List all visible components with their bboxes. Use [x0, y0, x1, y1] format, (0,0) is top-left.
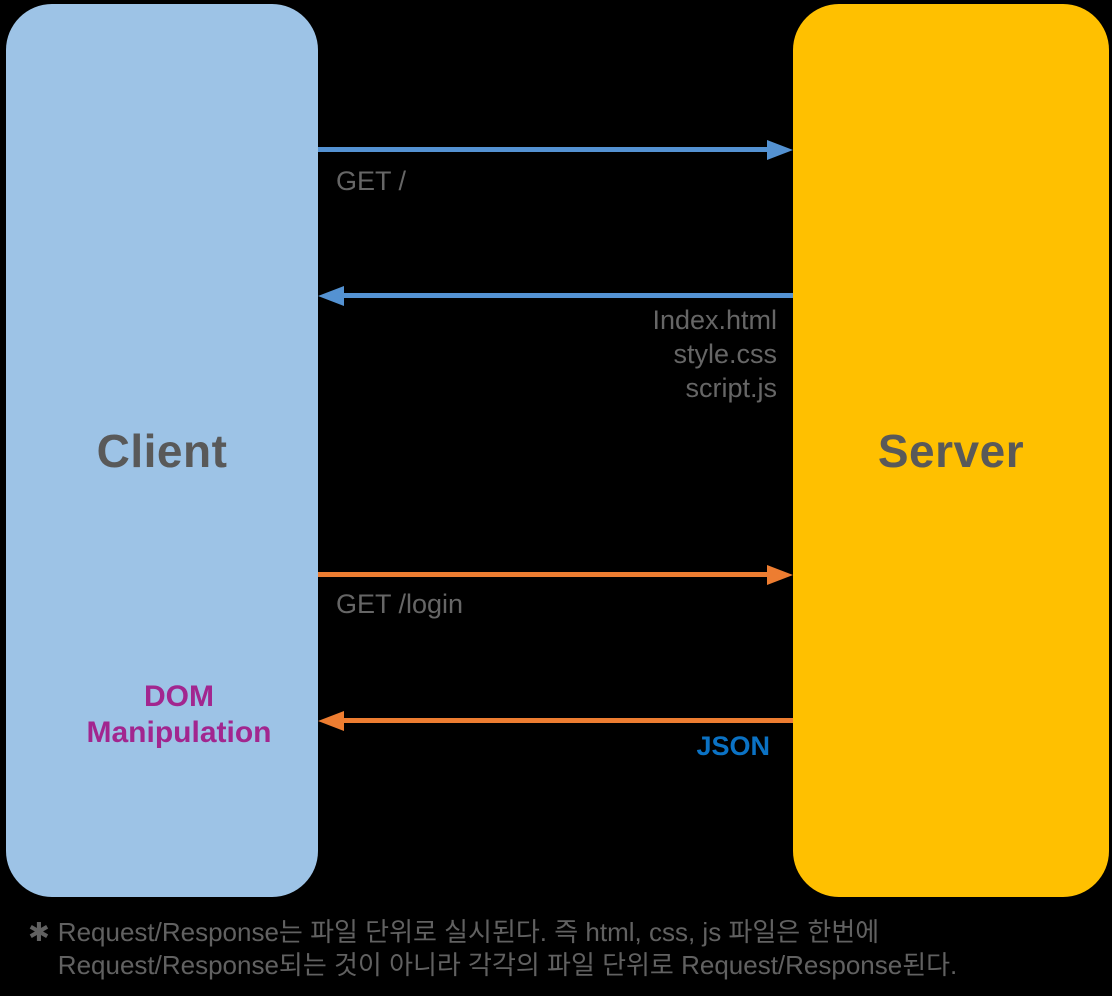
dom-manipulation-line2: Manipulation	[86, 716, 272, 749]
response-files-label: Index.html style.css script.js	[652, 303, 777, 405]
footnote-line1: Request/Response는 파일 단위로 실시된다. 즉 html, c…	[57, 917, 880, 947]
response-file-js: script.js	[685, 373, 777, 403]
dom-manipulation-line1: DOM	[144, 680, 214, 713]
response-file-html: Index.html	[652, 305, 777, 335]
request-arrow-get-login	[318, 572, 767, 577]
client-title: Client	[96, 425, 228, 477]
request-label-get-root: GET /	[336, 166, 407, 196]
server-title: Server	[877, 425, 1025, 477]
request-label-get-login: GET /login	[336, 589, 464, 619]
request-arrow-get-root	[318, 147, 767, 152]
footnote-line2: Request/Response되는 것이 아니라 각각의 파일 단위로 Req…	[57, 950, 958, 980]
response-arrow-files	[344, 293, 793, 298]
response-file-css: style.css	[673, 339, 777, 369]
server-box	[793, 4, 1109, 897]
client-box	[6, 4, 318, 897]
response-label-json: JSON	[696, 731, 770, 761]
dom-manipulation-label: DOM Manipulation	[40, 679, 318, 751]
response-arrow-json	[344, 718, 793, 723]
footnote: ✱ Request/Response는 파일 단위로 실시된다. 즉 html,…	[28, 916, 1096, 982]
footnote-text: Request/Response는 파일 단위로 실시된다. 즉 html, c…	[58, 916, 958, 982]
asterisk-bullet-icon: ✱	[28, 917, 50, 947]
